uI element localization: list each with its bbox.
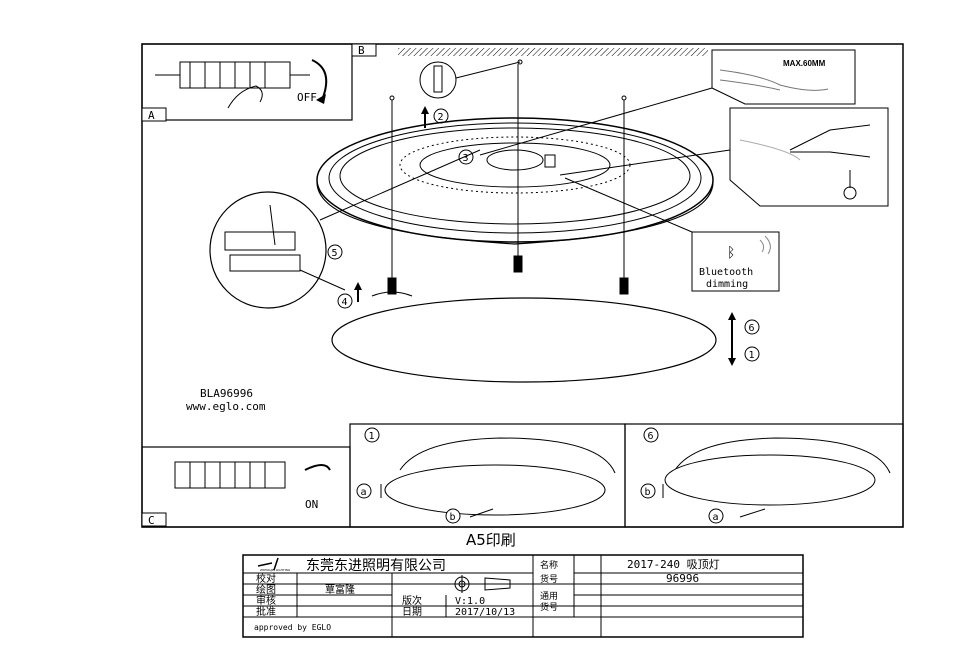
panel-a: A OFF — [141, 43, 353, 122]
company-name: 东莞东进照明有限公司 — [306, 558, 446, 574]
ceiling-lamp-base — [316, 117, 714, 245]
svg-text:a: a — [361, 487, 367, 498]
rotate-on-arrow-icon — [304, 464, 331, 471]
projection-symbol-icon — [448, 575, 511, 593]
panel-b-label: B — [358, 44, 365, 57]
svg-text:1: 1 — [749, 350, 755, 361]
svg-text:6: 6 — [648, 431, 654, 442]
item-number: 96996 — [666, 572, 699, 585]
title-block — [242, 554, 804, 638]
panel-b-marker — [351, 43, 377, 57]
svg-text:货号: 货号 — [540, 601, 558, 613]
svg-text:名称: 名称 — [540, 559, 558, 571]
svg-text:校对: 校对 — [256, 572, 276, 585]
step-1-badge — [744, 346, 760, 362]
svg-text:日期: 日期 — [402, 606, 422, 618]
svg-text:通用: 通用 — [540, 591, 558, 602]
svg-text:2: 2 — [438, 112, 444, 123]
panel-c-label: C — [148, 514, 155, 527]
approval-note: approved by EGLO — [254, 623, 331, 632]
bluetooth-dimming-box: ᛒ Bluetooth dimming — [564, 177, 780, 292]
website: www.eglo.com — [186, 400, 266, 413]
svg-text:覃富隆: 覃富隆 — [325, 583, 355, 596]
ceiling-hatch — [398, 48, 708, 56]
svg-text:6: 6 — [749, 323, 755, 334]
signal-icon — [759, 235, 771, 255]
product-name: 2017-240 吸顶灯 — [627, 558, 720, 571]
date: 2017/10/13 — [455, 607, 515, 618]
panel-a-label: A — [148, 109, 155, 122]
wall-plug-icon — [419, 61, 457, 99]
ground-symbol-icon — [843, 186, 857, 200]
svg-text:批准: 批准 — [256, 605, 276, 618]
on-label: ON — [305, 498, 318, 511]
svg-text:绘图: 绘图 — [256, 583, 276, 596]
svg-text:版次: 版次 — [402, 594, 422, 607]
svg-text:货号: 货号 — [540, 573, 558, 585]
panel-step-6: 6 b a — [624, 423, 904, 528]
lamp-diffuser — [331, 297, 717, 383]
svg-text:b: b — [645, 487, 651, 498]
svg-text:5: 5 — [332, 248, 338, 259]
rotate-off-arrow-icon — [311, 59, 328, 101]
step-3-badge — [458, 149, 474, 165]
screws — [387, 64, 629, 295]
model-number: BLA96996 — [200, 387, 253, 400]
print-size-label: A5印刷 — [466, 531, 516, 549]
version: V:1.0 — [455, 596, 485, 607]
ground-wire-detail — [559, 107, 889, 207]
svg-text:a: a — [713, 512, 719, 523]
svg-text:审核: 审核 — [256, 594, 276, 607]
bluetooth-icon: ᛒ — [727, 245, 735, 261]
svg-text:MAX.60MM: MAX.60MM — [783, 59, 826, 68]
svg-text:1: 1 — [369, 431, 375, 442]
wire-strip-detail: MAX.60MM — [479, 49, 856, 156]
step-4-badge — [337, 293, 353, 309]
off-label: OFF — [297, 91, 317, 104]
svg-text:dimming: dimming — [706, 279, 748, 290]
panel-step-1: 1 a b — [349, 423, 626, 528]
panel-c: C ON — [141, 446, 351, 528]
step-5-badge — [327, 244, 343, 260]
company-logo: ZHENGJIN LIGHTING — [257, 557, 291, 572]
svg-text:b: b — [450, 512, 456, 523]
svg-text:4: 4 — [342, 297, 348, 308]
step-6-badge — [744, 319, 760, 335]
svg-text:3: 3 — [463, 153, 469, 164]
svg-text:ZHENGJIN LIGHTING: ZHENGJIN LIGHTING — [260, 568, 291, 572]
svg-text:Bluetooth: Bluetooth — [699, 267, 753, 278]
